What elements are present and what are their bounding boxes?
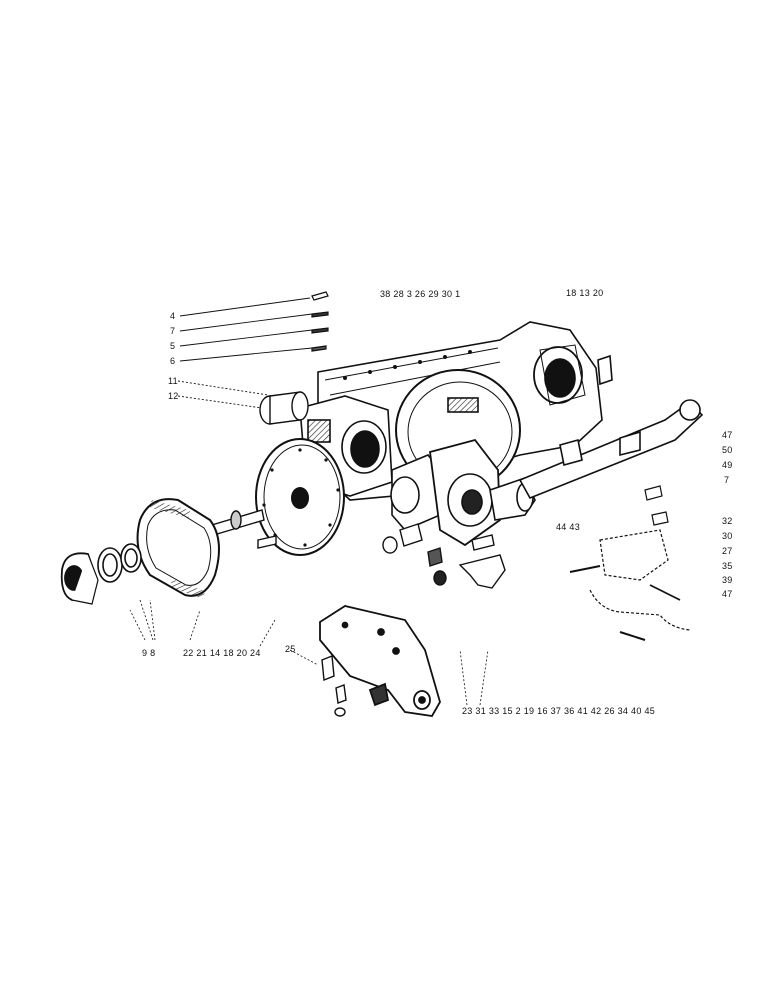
callout-44-43: 44 43 <box>556 522 581 532</box>
callout-47a: 47 <box>722 430 733 440</box>
mounting-bracket <box>319 605 441 717</box>
right-cluster <box>569 485 691 641</box>
callout-25: 25 <box>285 644 296 654</box>
callout-6: 6 <box>170 356 176 366</box>
gear-assembly <box>390 438 536 547</box>
callout-bottom-mid: 22 21 14 18 20 24 <box>183 648 261 658</box>
callout-bottom-right: 23 31 33 15 2 19 16 37 36 41 42 26 34 40… <box>462 706 656 716</box>
bracket-bolts <box>321 655 347 717</box>
right-arm <box>518 354 704 500</box>
callout-47b: 47 <box>722 589 733 599</box>
callout-39: 39 <box>722 575 733 585</box>
callout-7-right: 7 <box>724 475 730 485</box>
callout-7: 7 <box>170 326 176 336</box>
drum-plate <box>255 438 345 556</box>
callout-49: 49 <box>722 460 733 470</box>
pulley <box>60 552 99 605</box>
callout-11: 11 <box>168 376 178 386</box>
shaft-cap <box>259 391 309 425</box>
pins-group <box>311 291 329 352</box>
leader-lines-bottom <box>129 599 489 706</box>
small-parts <box>382 523 506 589</box>
callout-top-right: 18 13 20 <box>566 288 604 298</box>
callout-top-center: 38 28 3 26 29 30 1 <box>380 289 461 299</box>
callout-32: 32 <box>722 516 733 526</box>
callout-5: 5 <box>170 341 176 351</box>
brake-band <box>136 498 220 599</box>
callout-30: 30 <box>722 531 733 541</box>
callout-50: 50 <box>722 445 733 455</box>
callout-12: 12 <box>168 391 179 401</box>
callout-35: 35 <box>722 561 733 571</box>
callout-27: 27 <box>722 546 733 556</box>
leader-lines-left <box>177 297 313 409</box>
callout-9-8: 9 8 <box>142 648 156 658</box>
callout-4: 4 <box>170 311 176 321</box>
washers <box>97 543 142 583</box>
